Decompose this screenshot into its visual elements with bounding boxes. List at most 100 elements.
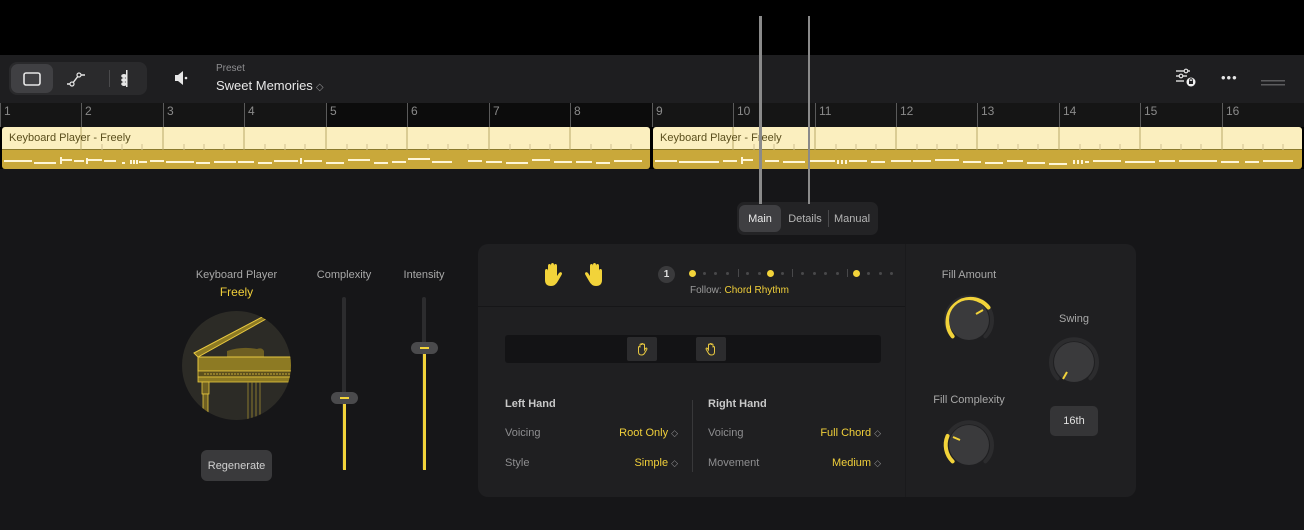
bar-number: 10 (733, 103, 750, 127)
right-movement-value: Medium (831, 457, 872, 469)
step-dot[interactable] (746, 272, 749, 275)
resize-handle[interactable] (1261, 74, 1285, 92)
right-hand-toggle[interactable] (584, 262, 606, 293)
bar-number: 5 (326, 103, 337, 127)
keyboard-region-1[interactable]: Keyboard Player - Freely (2, 127, 650, 169)
beat-separator (792, 269, 793, 277)
step-dot[interactable] (836, 272, 839, 275)
pattern-number-badge[interactable]: 1 (658, 266, 675, 283)
right-voicing-value: Full Chord (820, 427, 872, 439)
region-grid-lines (80, 127, 632, 150)
step-dot[interactable] (726, 272, 729, 275)
right-hand-position-handle[interactable] (696, 337, 726, 361)
step-dot[interactable] (714, 272, 717, 275)
bar-ruler[interactable]: 1 2 3 4 5 6 7 8 9 10 11 12 13 14 15 16 (0, 103, 1304, 127)
player-label: Keyboard Player (195, 269, 278, 281)
left-style-select[interactable]: Simple◇ (590, 457, 678, 469)
regenerate-button[interactable]: Regenerate (201, 450, 272, 481)
intensity-slider-fill (423, 348, 426, 470)
follow-label: Follow: (690, 285, 722, 296)
fill-amount-knob[interactable] (939, 290, 999, 355)
bar-number: 12 (896, 103, 913, 127)
chevron-updown-icon: ◇ (671, 428, 678, 438)
panel-divider (905, 244, 906, 497)
preset-selector[interactable]: Sweet Memories◇ (216, 78, 324, 93)
bar-number: 15 (1140, 103, 1157, 127)
speaker-button[interactable] (173, 69, 189, 92)
step-dot[interactable] (801, 272, 804, 275)
tab-details[interactable]: Details (788, 212, 822, 225)
intensity-slider-thumb[interactable] (411, 342, 438, 354)
complexity-label: Complexity (316, 269, 372, 281)
left-voicing-value: Root Only (619, 427, 669, 439)
speaker-icon (175, 71, 188, 85)
fill-complexity-knob[interactable] (939, 415, 999, 480)
hand-position-strip[interactable] (505, 335, 881, 363)
preset-name: Sweet Memories (216, 78, 313, 93)
left-hand-title: Left Hand (505, 398, 556, 410)
player-avatar[interactable] (182, 311, 291, 420)
follow-setting[interactable]: Follow: Chord Rhythm (690, 285, 789, 296)
right-voicing-select[interactable]: Full Chord◇ (790, 427, 881, 439)
plugin-view-button[interactable] (11, 64, 53, 93)
left-style-label: Style (505, 457, 530, 469)
beat-separator (847, 269, 848, 277)
bar-number: 8 (570, 103, 581, 127)
bar-number: 4 (244, 103, 255, 127)
main-settings-panel (478, 244, 1136, 497)
tab-divider (828, 210, 829, 227)
callout-pointer (808, 16, 810, 204)
right-movement-label: Movement (708, 457, 760, 469)
bar-number: 9 (652, 103, 663, 127)
complexity-slider-thumb[interactable] (331, 392, 358, 404)
bar-number: 1 (0, 103, 11, 127)
complexity-slider-fill (343, 398, 346, 470)
swing-resolution-button[interactable]: 16th (1050, 406, 1098, 436)
swing-knob[interactable] (1044, 332, 1104, 397)
hands-divider (692, 400, 693, 472)
grand-piano-icon (193, 315, 291, 420)
swing-label: Swing (1059, 313, 1089, 325)
view-tabs: Main Details Manual (737, 202, 878, 235)
tab-main[interactable]: Main (739, 205, 781, 232)
keyboard-region-2[interactable]: Keyboard Player - Freely (653, 127, 1302, 169)
tab-manual[interactable]: Manual (833, 212, 871, 225)
step-dot[interactable] (703, 272, 706, 275)
callout-pointer (759, 16, 762, 204)
step-dot-active[interactable] (689, 270, 696, 277)
step-dot[interactable] (781, 272, 784, 275)
step-dot-active[interactable] (767, 270, 774, 277)
left-style-value: Simple (634, 457, 669, 469)
step-dot[interactable] (824, 272, 827, 275)
bar-number: 11 (815, 103, 831, 127)
right-hand-outline-icon (705, 342, 715, 356)
bar-number: 7 (489, 103, 500, 127)
complexity-slider-track[interactable] (342, 297, 346, 470)
step-dot-active[interactable] (853, 270, 860, 277)
score-view-button[interactable] (103, 64, 145, 93)
settings-sliders-icon (1176, 68, 1196, 87)
bar-number: 16 (1222, 103, 1239, 127)
rectangle-icon (23, 71, 41, 86)
follow-value: Chord Rhythm (724, 285, 789, 296)
more-button[interactable]: ••• (1221, 70, 1238, 85)
left-hand-toggle[interactable] (541, 262, 563, 293)
settings-button[interactable] (1175, 68, 1199, 93)
right-movement-select[interactable]: Medium◇ (790, 457, 881, 469)
step-dot[interactable] (867, 272, 870, 275)
left-voicing-label: Voicing (505, 427, 541, 439)
step-dot[interactable] (879, 272, 882, 275)
chevron-updown-icon: ◇ (874, 458, 881, 468)
step-dot[interactable] (758, 272, 761, 275)
beat-separator (738, 269, 739, 277)
chevron-updown-icon: ◇ (874, 428, 881, 438)
right-voicing-label: Voicing (708, 427, 744, 439)
automation-view-button[interactable] (55, 64, 97, 93)
left-hand-outline-icon (638, 342, 648, 356)
step-dot[interactable] (890, 272, 893, 275)
left-voicing-select[interactable]: Root Only◇ (590, 427, 678, 439)
left-hand-position-handle[interactable] (627, 337, 657, 361)
step-dot[interactable] (813, 272, 816, 275)
more-icon: ••• (1221, 70, 1238, 85)
player-style: Freely (219, 285, 254, 299)
